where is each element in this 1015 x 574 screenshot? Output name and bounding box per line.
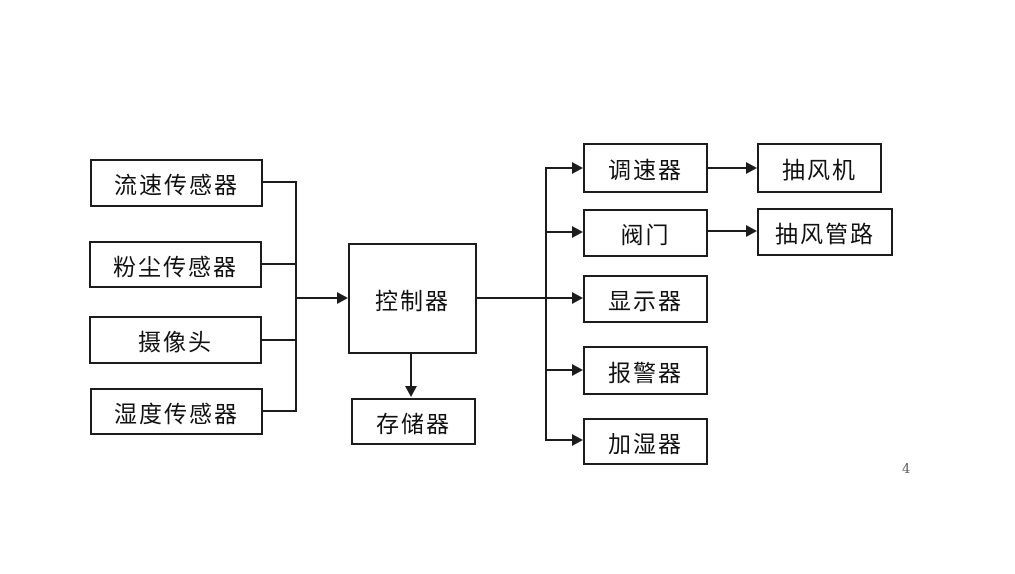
connector-dust-sensor [262, 263, 296, 265]
connector-into-controller [296, 297, 338, 299]
connector-camera [262, 339, 296, 341]
node-humidity-sensor-label: 湿度传感器 [114, 401, 239, 428]
node-controller-label: 控制器 [375, 288, 450, 315]
node-exhaust-duct-label: 抽风管路 [775, 222, 875, 248]
node-dust-sensor: 粉尘传感器 [89, 241, 262, 288]
node-exhaust-fan: 抽风机 [757, 143, 882, 193]
connector-controller-right [477, 297, 546, 299]
node-alarm-label: 报警器 [608, 360, 683, 387]
node-camera-label: 摄像头 [138, 330, 213, 356]
corner-mark: 4 [902, 462, 911, 477]
connector-flow-sensor [263, 181, 296, 183]
node-exhaust-fan-label: 抽风机 [782, 158, 857, 184]
node-display-label: 显示器 [608, 289, 683, 315]
node-storage: 存储器 [351, 398, 476, 445]
connector-valve [547, 231, 572, 233]
node-humidifier: 加湿器 [583, 418, 708, 465]
arrowhead-exhaust-fan-icon [746, 162, 757, 174]
connector-exhaust-fan [708, 167, 746, 169]
node-dust-sensor-label: 粉尘传感器 [113, 254, 238, 281]
node-controller: 控制器 [348, 243, 477, 354]
node-valve: 阀门 [583, 209, 708, 257]
arrowhead-speed-governor-icon [572, 162, 583, 174]
node-camera: 摄像头 [89, 316, 262, 364]
node-humidity-sensor: 湿度传感器 [90, 388, 263, 435]
connector-controller-storage [410, 354, 412, 387]
node-flow-sensor-label: 流速传感器 [114, 173, 239, 199]
arrowhead-display-icon [572, 292, 583, 304]
connector-speed-governor [547, 167, 572, 169]
node-speed-governor-label: 调速器 [608, 158, 683, 184]
connector-humidifier [547, 439, 572, 441]
node-humidifier-label: 加湿器 [608, 431, 683, 458]
node-storage-label: 存储器 [376, 411, 451, 438]
connector-exhaust-duct [708, 230, 746, 232]
arrowhead-storage-icon [405, 386, 417, 397]
arrowhead-alarm-icon [572, 364, 583, 376]
node-flow-sensor: 流速传感器 [90, 159, 263, 207]
arrowhead-exhaust-duct-icon [746, 225, 757, 237]
node-alarm: 报警器 [583, 346, 708, 395]
right-distribution-line [545, 167, 547, 441]
left-collector-line [295, 181, 297, 412]
node-display: 显示器 [583, 275, 708, 323]
node-speed-governor: 调速器 [583, 143, 708, 193]
arrowhead-valve-icon [572, 226, 583, 238]
node-exhaust-duct: 抽风管路 [757, 208, 893, 256]
connector-display [547, 297, 572, 299]
node-valve-label: 阀门 [620, 223, 671, 249]
arrowhead-humidifier-icon [572, 434, 583, 446]
connector-humidity-sensor [263, 410, 296, 412]
connector-alarm [547, 369, 572, 371]
arrowhead-into-controller-icon [337, 292, 348, 304]
